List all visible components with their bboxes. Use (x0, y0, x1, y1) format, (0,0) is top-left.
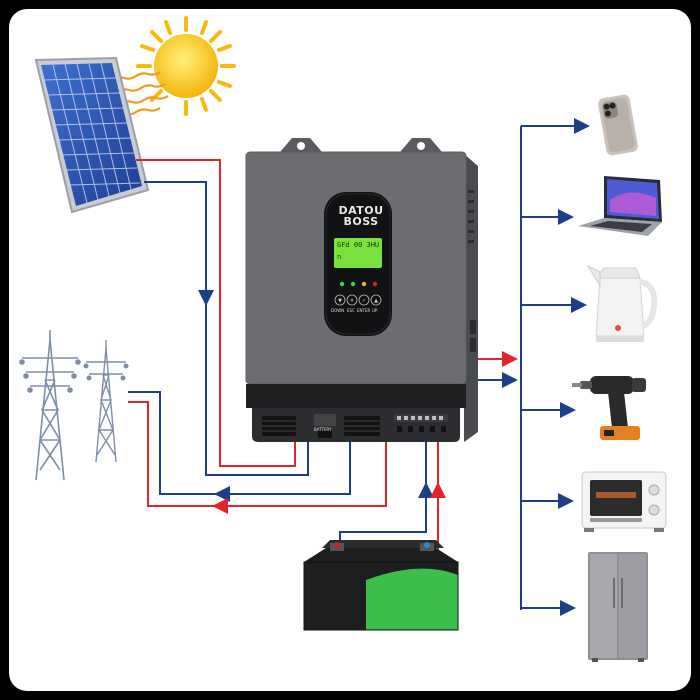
solar-panel-icon (34, 56, 150, 214)
smartphone-icon (598, 94, 638, 156)
down-arrow-icon: ▼ (338, 298, 342, 304)
status-led-icon (350, 281, 356, 287)
solar-negative-wire-return (205, 302, 309, 476)
battery-port-label: BATTERY (314, 427, 332, 432)
status-led-icon (361, 281, 367, 287)
lcd-line-1: GFd 00 3HU (337, 241, 380, 249)
sun-icon (136, 16, 236, 116)
load-branches (521, 118, 590, 616)
esc-icon: ✕ (350, 298, 354, 304)
status-led-icon (372, 281, 378, 287)
button-label-down: DOWN (331, 308, 345, 313)
wiring (128, 118, 590, 616)
lcd-line-2: n (337, 253, 342, 261)
inverter-brand: DATOU BOSS (336, 205, 386, 227)
button-label-esc: ESC (347, 308, 355, 313)
refrigerator-icon (588, 552, 648, 662)
battery-icon (303, 540, 459, 631)
ac-terminal-block (394, 414, 448, 432)
button-label-enter: ENTER (357, 308, 371, 313)
kettle-icon (586, 264, 658, 342)
power-tower-icon (83, 340, 129, 463)
toaster-oven-icon (581, 471, 667, 532)
power-tower-icon (19, 330, 81, 481)
grid-line-wire (128, 401, 387, 507)
status-led-icon (339, 281, 345, 287)
brand-line-1: DATOU (338, 204, 384, 217)
up-arrow-icon: ▲ (374, 298, 378, 304)
solar-negative-wire (144, 181, 214, 306)
battery-terminal-block (314, 414, 336, 426)
inverter-unit: ▼ ✕ ✓ ▲ (245, 138, 478, 442)
laptop-icon (578, 176, 662, 236)
button-label-up: UP (372, 308, 378, 313)
solar-positive-wire (136, 159, 296, 467)
enter-icon: ✓ (362, 298, 366, 304)
brand-line-2: BOSS (343, 215, 379, 228)
inverter-lcd-screen: GFd 00 3HU n (334, 238, 382, 268)
drill-icon (572, 376, 646, 440)
grid-neutral-wire (128, 391, 351, 495)
